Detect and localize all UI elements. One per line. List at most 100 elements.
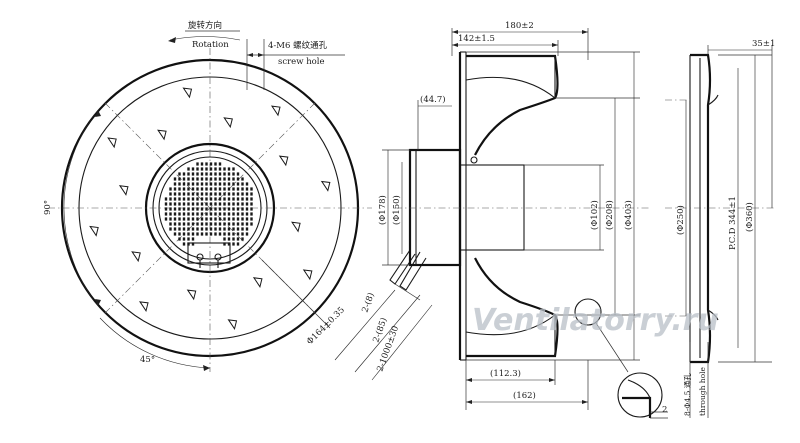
vent-slot [218, 187, 222, 191]
vent-slot [182, 172, 186, 176]
vent-slot [182, 242, 186, 246]
vent-slot [191, 232, 195, 236]
vent-slot [178, 232, 181, 236]
vent-slot [196, 232, 199, 236]
vent-slot [191, 187, 195, 191]
vent-slot [218, 227, 222, 231]
vent-slot [218, 172, 222, 176]
vent-slot [200, 207, 204, 211]
vent-slot [250, 187, 253, 191]
vent-slot [173, 232, 177, 236]
vent-slot [205, 212, 208, 216]
vent-slot [191, 207, 195, 211]
vent-slot [241, 232, 244, 236]
blade-holes [89, 87, 331, 331]
blade-hole [118, 185, 129, 196]
vent-slot [218, 162, 222, 166]
vent-slot [223, 217, 226, 221]
vent-slot [191, 222, 195, 226]
dim-180-label: 180±2 [505, 21, 534, 31]
vent-slot [241, 222, 244, 226]
blade-hole [223, 117, 233, 129]
vent-slot [196, 172, 199, 176]
vent-slot [191, 192, 195, 196]
vent-slot [232, 187, 235, 191]
vent-slot [241, 217, 244, 221]
vent-slot [241, 212, 244, 216]
rotation-label-cn: 旋转方向 [188, 20, 222, 31]
blade-hole [291, 221, 301, 233]
vent-slot [182, 192, 186, 196]
vent-slot [218, 192, 222, 196]
vent-slot [236, 197, 240, 201]
flange-view: 35±1 (Φ250) P.C.D 344±1 (Φ360) 8-Φ4.5 通孔… [665, 39, 775, 418]
vent-slot [182, 227, 186, 231]
angle-45-label: 45° [140, 355, 155, 365]
vent-slot [178, 212, 181, 216]
vent-slot [214, 212, 217, 216]
vent-slot [245, 222, 249, 226]
vent-slot [178, 217, 181, 221]
blade-hole [89, 225, 99, 237]
vent-slot [200, 167, 204, 171]
vent-slot [178, 172, 181, 176]
vent-slot [169, 222, 172, 226]
vent-slot [200, 202, 204, 206]
weld-mark [470, 156, 478, 164]
vent-slot [169, 217, 172, 221]
vent-slot [241, 227, 244, 231]
vent-slot [205, 167, 208, 171]
vent-slot [236, 212, 240, 216]
vent-slot [214, 217, 217, 221]
vent-slot [209, 197, 213, 201]
vent-slot [250, 217, 253, 221]
pcd-label: P.C.D 344±1 [728, 196, 738, 250]
vent-slot [205, 207, 208, 211]
vent-slot [164, 207, 168, 211]
vent-slot [232, 202, 235, 206]
vent-slot [218, 232, 222, 236]
vent-slot [205, 227, 208, 231]
vent-slot [205, 222, 208, 226]
vent-slot [205, 187, 208, 191]
vent-slot [205, 232, 208, 236]
vent-slot [250, 212, 253, 216]
vent-slot [214, 182, 217, 186]
vent-slot [187, 197, 190, 201]
vent-slot [218, 222, 222, 226]
vent-slot [245, 217, 249, 221]
vent-slot [241, 197, 244, 201]
vent-slot [182, 222, 186, 226]
vent-slot [227, 232, 231, 236]
vent-slot [218, 197, 222, 201]
vent-slot [200, 172, 204, 176]
vent-slot [214, 172, 217, 176]
through-hole-label: 8-Φ4.5 通孔 [682, 373, 692, 416]
vent-slot [223, 207, 226, 211]
vent-slot [196, 227, 199, 231]
vent-slot [236, 217, 240, 221]
vent-slot [173, 207, 177, 211]
vent-slot [205, 177, 208, 181]
blade-hole [252, 277, 263, 289]
vent-slot [214, 202, 217, 206]
vent-slot [223, 187, 226, 191]
vent-slot [232, 182, 235, 186]
vent-slot [209, 187, 213, 191]
vent-slot [223, 202, 226, 206]
vent-slot [218, 167, 222, 171]
vent-slot [214, 177, 217, 181]
vent-slot [187, 227, 190, 231]
vent-slot [241, 187, 244, 191]
vent-slot [218, 217, 222, 221]
vent-slot [205, 197, 208, 201]
vent-slot [200, 177, 204, 181]
vent-slot [227, 242, 231, 246]
screw-hole-label: 4-M6 螺纹通孔 [268, 40, 328, 51]
vent-slot [182, 197, 186, 201]
vent-slot [236, 242, 240, 246]
vent-slot [200, 182, 204, 186]
vent-slot [169, 212, 172, 216]
vent-slot [236, 227, 240, 231]
